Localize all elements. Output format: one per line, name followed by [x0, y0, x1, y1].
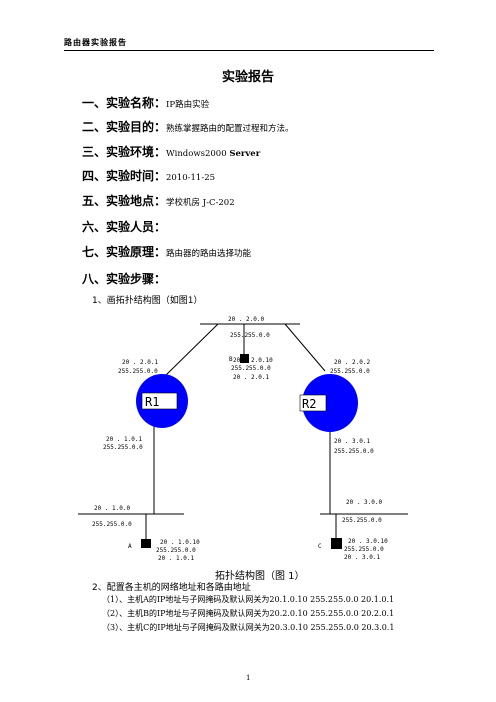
right-net-ip: 20 . 3.0.0 — [346, 499, 383, 506]
section-value: 2010-11-25 — [166, 173, 216, 183]
link-r1-top — [164, 323, 219, 377]
section-people: 六、实验人员： — [82, 218, 166, 235]
topology-diagram: R1 R2 B A C 20 . 2.0.0 255.255.0.0 20 . … — [78, 316, 408, 562]
page-number: 1 — [246, 674, 251, 682]
router-r2 — [302, 374, 358, 432]
host-b-ip: 20 . 2.0.10 — [233, 357, 273, 364]
section-value: Windows2000 — [166, 149, 230, 159]
link-r2-top — [284, 323, 326, 372]
router-r1-label-box — [141, 392, 178, 410]
host-b-label: B — [229, 356, 233, 363]
host-b-mask: 255.255.0.0 — [231, 365, 271, 372]
section-heading: 三、实验环境： — [82, 145, 167, 159]
section-heading: 二、实验目的： — [82, 120, 167, 134]
host-a-label: A — [128, 543, 132, 550]
section-heading: 八、实验步骤： — [82, 272, 167, 286]
section-value: 学校机房 J-C-202 — [166, 198, 235, 208]
section-value: 熟练掌握路由的配置过程和方法。 — [166, 124, 294, 134]
section-location: 五、实验地点：学校机房 J-C-202 — [82, 192, 235, 209]
section-environment: 三、实验环境：Windows2000 Server — [82, 143, 260, 160]
host-c-mask: 255.255.0.0 — [344, 546, 384, 553]
host-c-icon — [331, 538, 342, 549]
r2-top-mask: 255.255.0.0 — [330, 368, 370, 375]
host-a-ip: 20 . 1.0.10 — [160, 539, 200, 546]
running-header: 路由器实验报告 — [64, 37, 127, 47]
config-line-host-a: （1）、主机A的IP地址与子网掩码及默认网关为20.1.0.10 255.255… — [102, 595, 395, 604]
section-steps: 八、实验步骤： — [82, 270, 166, 287]
host-b-gateway: 20 . 2.0.1 — [233, 374, 270, 381]
top-net-mask: 255.255.0.0 — [230, 332, 270, 339]
host-a-gateway: 20 . 1.0.1 — [158, 555, 195, 562]
host-b-icon — [240, 354, 249, 363]
config-line-host-b: （2）、主机B的IP地址与子网掩码及默认网关为20.2.0.10 255.255… — [102, 609, 395, 618]
host-c-gateway: 20 . 3.0.1 — [344, 554, 381, 561]
section-purpose: 二、实验目的：熟练掌握路由的配置过程和方法。 — [82, 118, 294, 135]
host-a-icon — [141, 539, 151, 548]
host-a-mask: 255.255.0.0 — [156, 547, 196, 554]
left-net-mask: 255.255.0.0 — [92, 521, 132, 528]
section-heading: 六、实验人员： — [82, 220, 167, 234]
section-heading: 五、实验地点： — [82, 194, 167, 208]
section-value-bold: Server — [229, 149, 261, 159]
config-line-host-c: （3）、主机C的IP地址与子网掩码及默认网关为20.3.0.10 255.255… — [102, 623, 395, 632]
header-rule — [64, 50, 434, 51]
r1-bottom-ip: 20 . 1.0.1 — [106, 436, 143, 443]
router-r2-label: R2 — [302, 397, 316, 411]
section-principle: 七、实验原理：路由器的路由选择功能 — [82, 243, 251, 260]
left-net-ip: 20 . 1.0.0 — [94, 505, 131, 512]
host-c-label: C — [318, 543, 322, 550]
section-value: IP路由实验 — [166, 100, 210, 110]
page-title: 实验报告 — [221, 70, 274, 85]
r2-bottom-ip: 20 . 3.0.1 — [334, 438, 371, 445]
figure-caption: 拓扑结构图（图 1） — [215, 571, 305, 582]
step-2: 2、配置各主机的网络地址和各路由地址 — [92, 583, 251, 593]
section-heading: 四、实验时间： — [82, 169, 167, 183]
host-c-ip: 20 . 3.0.10 — [348, 538, 388, 545]
section-time: 四、实验时间：2010-11-25 — [82, 167, 215, 184]
router-r1-label: R1 — [145, 395, 159, 409]
section-heading: 一、实验名称： — [82, 96, 167, 110]
right-net-mask: 255.255.0.0 — [342, 517, 382, 524]
section-name: 一、实验名称：IP路由实验 — [82, 94, 209, 111]
router-r2-label-box — [299, 394, 327, 412]
r2-bottom-mask: 255.255.0.0 — [334, 448, 374, 455]
r1-top-mask: 255.255.0.0 — [118, 368, 158, 375]
step-1: 1、画拓扑结构图（如图1） — [92, 296, 203, 306]
section-heading: 七、实验原理： — [82, 245, 167, 259]
r1-bottom-mask: 255.255.0.0 — [103, 444, 143, 451]
r1-top-ip: 20 . 2.0.1 — [122, 359, 159, 366]
top-net-ip: 20 . 2.0.0 — [228, 316, 265, 323]
r2-top-ip: 20 . 2.0.2 — [334, 359, 371, 366]
section-value: 路由器的路由选择功能 — [166, 249, 252, 259]
